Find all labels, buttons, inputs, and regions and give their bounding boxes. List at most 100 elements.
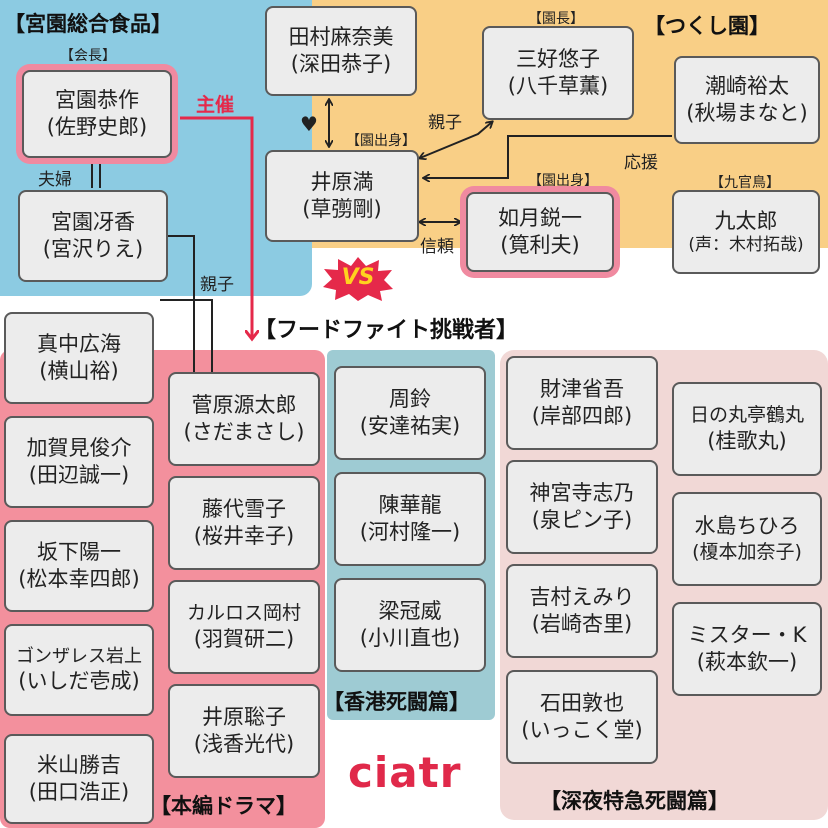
character-name: 陳華龍	[378, 493, 442, 518]
card-miyoshi-yuko[interactable]: 三好悠子 (八千草薫)	[482, 26, 634, 120]
card-chin-karyu[interactable]: 陳華龍 (河村隆一)	[334, 472, 486, 566]
actor-name: (浅香光代)	[193, 732, 295, 756]
card-yoshimura-emiri[interactable]: 吉村えみり (岩崎杏里)	[506, 564, 658, 658]
character-name: 井原聡子	[202, 705, 286, 730]
card-yoneyama-katsuyoshi[interactable]: 米山勝吉 (田口浩正)	[4, 734, 154, 824]
character-name: 水島ちひろ	[694, 514, 800, 539]
card-ryo-kani[interactable]: 梁冠威 (小川直也)	[334, 578, 486, 672]
label-oyako-top: 親子	[428, 113, 462, 133]
character-name: 如月鋭一	[498, 206, 582, 231]
actor-name: (萩本欽一)	[696, 650, 798, 674]
character-name: 三好悠子	[516, 47, 600, 72]
card-miyazono-kyosaku[interactable]: 宮園恭作 (佐野史郎)	[22, 70, 172, 158]
character-name: 石田敦也	[540, 691, 624, 716]
card-fujishiro-yukiko[interactable]: 藤代雪子 (桜井幸子)	[168, 476, 320, 570]
label-ouen: 応援	[624, 153, 658, 173]
card-ihara-satoko[interactable]: 井原聡子 (浅香光代)	[168, 684, 320, 778]
card-zaitsu-shogo[interactable]: 財津省吾 (岸部四郎)	[506, 356, 658, 450]
actor-name: (松本幸四郎)	[18, 567, 140, 591]
character-name: 宮園恭作	[55, 88, 139, 113]
hongkong-group-title: 【香港死闘篇】	[323, 690, 470, 714]
role-kyukanchou: 【九官鳥】	[710, 175, 780, 191]
character-name: ミスター・K	[687, 623, 807, 648]
actor-name: (岩崎杏里)	[531, 612, 633, 636]
label-fuufu: 夫婦	[38, 170, 72, 190]
actor-name: (田辺誠一)	[28, 463, 130, 487]
card-kagami-shunsuke[interactable]: 加賀見俊介 (田辺誠一)	[4, 416, 154, 508]
character-name: 宮園冴香	[51, 210, 135, 235]
card-miyazono-saeka[interactable]: 宮園冴香 (宮沢りえ)	[18, 190, 168, 282]
actor-name: (声：木村拓哉)	[688, 234, 804, 255]
shinya-group-title: 【深夜特急死闘篇】	[540, 789, 729, 813]
role-encho: 【園長】	[528, 11, 584, 27]
actor-name: (いしだ壱成)	[18, 669, 140, 694]
card-ishida-atsuya[interactable]: 石田敦也 (いっこく堂)	[506, 670, 658, 764]
actor-name: (横山裕)	[39, 359, 119, 383]
character-name: 真中広海	[37, 332, 121, 357]
card-carlos-okamura[interactable]: カルロス岡村 (羽賀研二)	[168, 580, 320, 674]
actor-name: (田口浩正)	[28, 780, 130, 804]
actor-name: (桂歌丸)	[707, 428, 787, 453]
character-name: ゴンザレス岩上	[16, 646, 142, 668]
actor-name: (桜井幸子)	[193, 524, 295, 548]
character-name: 坂下陽一	[37, 540, 121, 565]
actor-name: (八千草薫)	[507, 74, 609, 98]
character-name: 井原満	[310, 170, 374, 195]
actor-name: (羽賀研二)	[193, 626, 295, 651]
character-name: 田村麻奈美	[288, 25, 394, 50]
miyazono-group-title: 【宮園総合食品】	[4, 12, 172, 36]
card-shu-rin[interactable]: 周鈴 (安達祐実)	[334, 366, 486, 460]
card-jinguji-shino[interactable]: 神宮寺志乃 (泉ピン子)	[506, 460, 658, 554]
challenger-title: 【フードファイト挑戦者】	[254, 318, 519, 343]
character-name: 潮崎裕太	[705, 74, 789, 99]
role-kaicho: 【会長】	[60, 48, 116, 64]
heart-icon: ♥	[300, 112, 318, 136]
card-sugahara-gentaro[interactable]: 菅原源太郎 (さだまさし)	[168, 372, 320, 466]
actor-name: (河村隆一)	[359, 520, 461, 544]
ciatr-logo: ciatr	[348, 748, 462, 797]
vs-text: VS	[341, 265, 375, 290]
card-shiozaki-yuta[interactable]: 潮崎裕太 (秋場まなと)	[674, 56, 820, 144]
character-name: 神宮寺志乃	[529, 481, 635, 506]
card-hinomarutei-tsurumaru[interactable]: 日の丸亭鶴丸 (桂歌丸)	[672, 382, 822, 476]
card-tamura-manami[interactable]: 田村麻奈美 (深田恭子)	[265, 6, 417, 96]
character-name: 日の丸亭鶴丸	[689, 404, 804, 427]
character-name: 米山勝吉	[37, 753, 121, 778]
character-name: 周鈴	[389, 387, 431, 412]
actor-name: (榎本加奈子)	[692, 541, 802, 564]
character-name: 吉村えみり	[529, 585, 635, 610]
character-name: 財津省吾	[540, 377, 624, 402]
card-mizushima-chihiro[interactable]: 水島ちひろ (榎本加奈子)	[672, 492, 822, 586]
character-name: カルロス岡村	[186, 602, 301, 625]
actor-name: (筧利夫)	[500, 233, 580, 257]
card-gonzales-iwagami[interactable]: ゴンザレス岩上 (いしだ壱成)	[4, 624, 154, 716]
card-ihara-mitsuru[interactable]: 井原満 (草彅剛)	[265, 150, 419, 242]
card-manaka-hiromi[interactable]: 真中広海 (横山裕)	[4, 312, 154, 404]
card-kyutaro[interactable]: 九太郎 (声：木村拓哉)	[672, 190, 820, 274]
honpen-group-title: 【本編ドラマ】	[150, 794, 297, 818]
actor-name: (安達祐実)	[359, 414, 461, 438]
card-sakashita-yoichi[interactable]: 坂下陽一 (松本幸四郎)	[4, 520, 154, 612]
role-ensyusshin-ihara: 【園出身】	[346, 133, 416, 149]
vs-badge: VS	[322, 256, 394, 302]
actor-name: (さだまさし)	[183, 420, 305, 444]
actor-name: (宮沢りえ)	[42, 237, 144, 261]
character-name: 菅原源太郎	[191, 393, 297, 418]
character-name: 梁冠威	[378, 599, 442, 624]
label-shinrai: 信頼	[420, 237, 454, 257]
label-shusai: 主催	[196, 94, 235, 116]
actor-name: (草彅剛)	[302, 197, 382, 221]
actor-name: (いっこく堂)	[521, 718, 643, 742]
actor-name: (小川直也)	[359, 626, 461, 650]
actor-name: (深田恭子)	[290, 52, 392, 76]
actor-name: (佐野史郎)	[46, 115, 148, 139]
card-mister-k[interactable]: ミスター・K (萩本欽一)	[672, 602, 822, 696]
actor-name: (泉ピン子)	[531, 508, 633, 532]
tsukushi-group-title: 【つくし園】	[644, 14, 770, 38]
character-name: 九太郎	[714, 208, 778, 233]
label-oyako-left: 親子	[200, 275, 234, 295]
card-kisaragi-eiichi[interactable]: 如月鋭一 (筧利夫)	[466, 192, 614, 272]
character-name: 藤代雪子	[202, 497, 286, 522]
role-ensyusshin-kisaragi: 【園出身】	[528, 173, 598, 189]
character-name: 加賀見俊介	[26, 436, 132, 461]
